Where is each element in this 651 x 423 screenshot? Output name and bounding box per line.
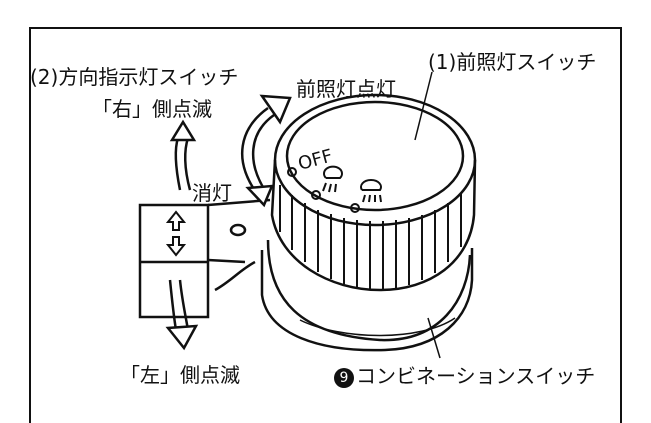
turn-signal-switch-body [138, 198, 271, 319]
headlight-dial [270, 93, 477, 292]
frame-border [29, 27, 622, 423]
item-number-badge: 9 [334, 368, 354, 388]
right-blink-arrow [169, 119, 197, 191]
headlight-rotation-arrow [241, 94, 292, 208]
headlight-on-label: 前照灯点灯 [296, 77, 396, 101]
dial-knurling [279, 185, 462, 289]
right-blink-label: 「右」側点滅 [92, 97, 212, 121]
off-marking: OFF [296, 146, 335, 175]
headlight-switch-label: (1)前照灯スイッチ [428, 50, 597, 74]
left-blink-arrow [165, 279, 199, 351]
combination-switch-text: コンビネーションスイッチ [356, 364, 596, 388]
light-off-label: 消灯 [192, 181, 232, 205]
up-arrow-icon [165, 210, 187, 231]
leader-lines [414, 71, 441, 359]
left-blink-label: 「左」側点滅 [120, 363, 240, 387]
down-arrow-icon [165, 236, 187, 257]
switch-housing [214, 239, 474, 352]
dial-markings [287, 165, 382, 213]
turn-signal-switch-label: (2)方向指示灯スイッチ [30, 65, 239, 89]
